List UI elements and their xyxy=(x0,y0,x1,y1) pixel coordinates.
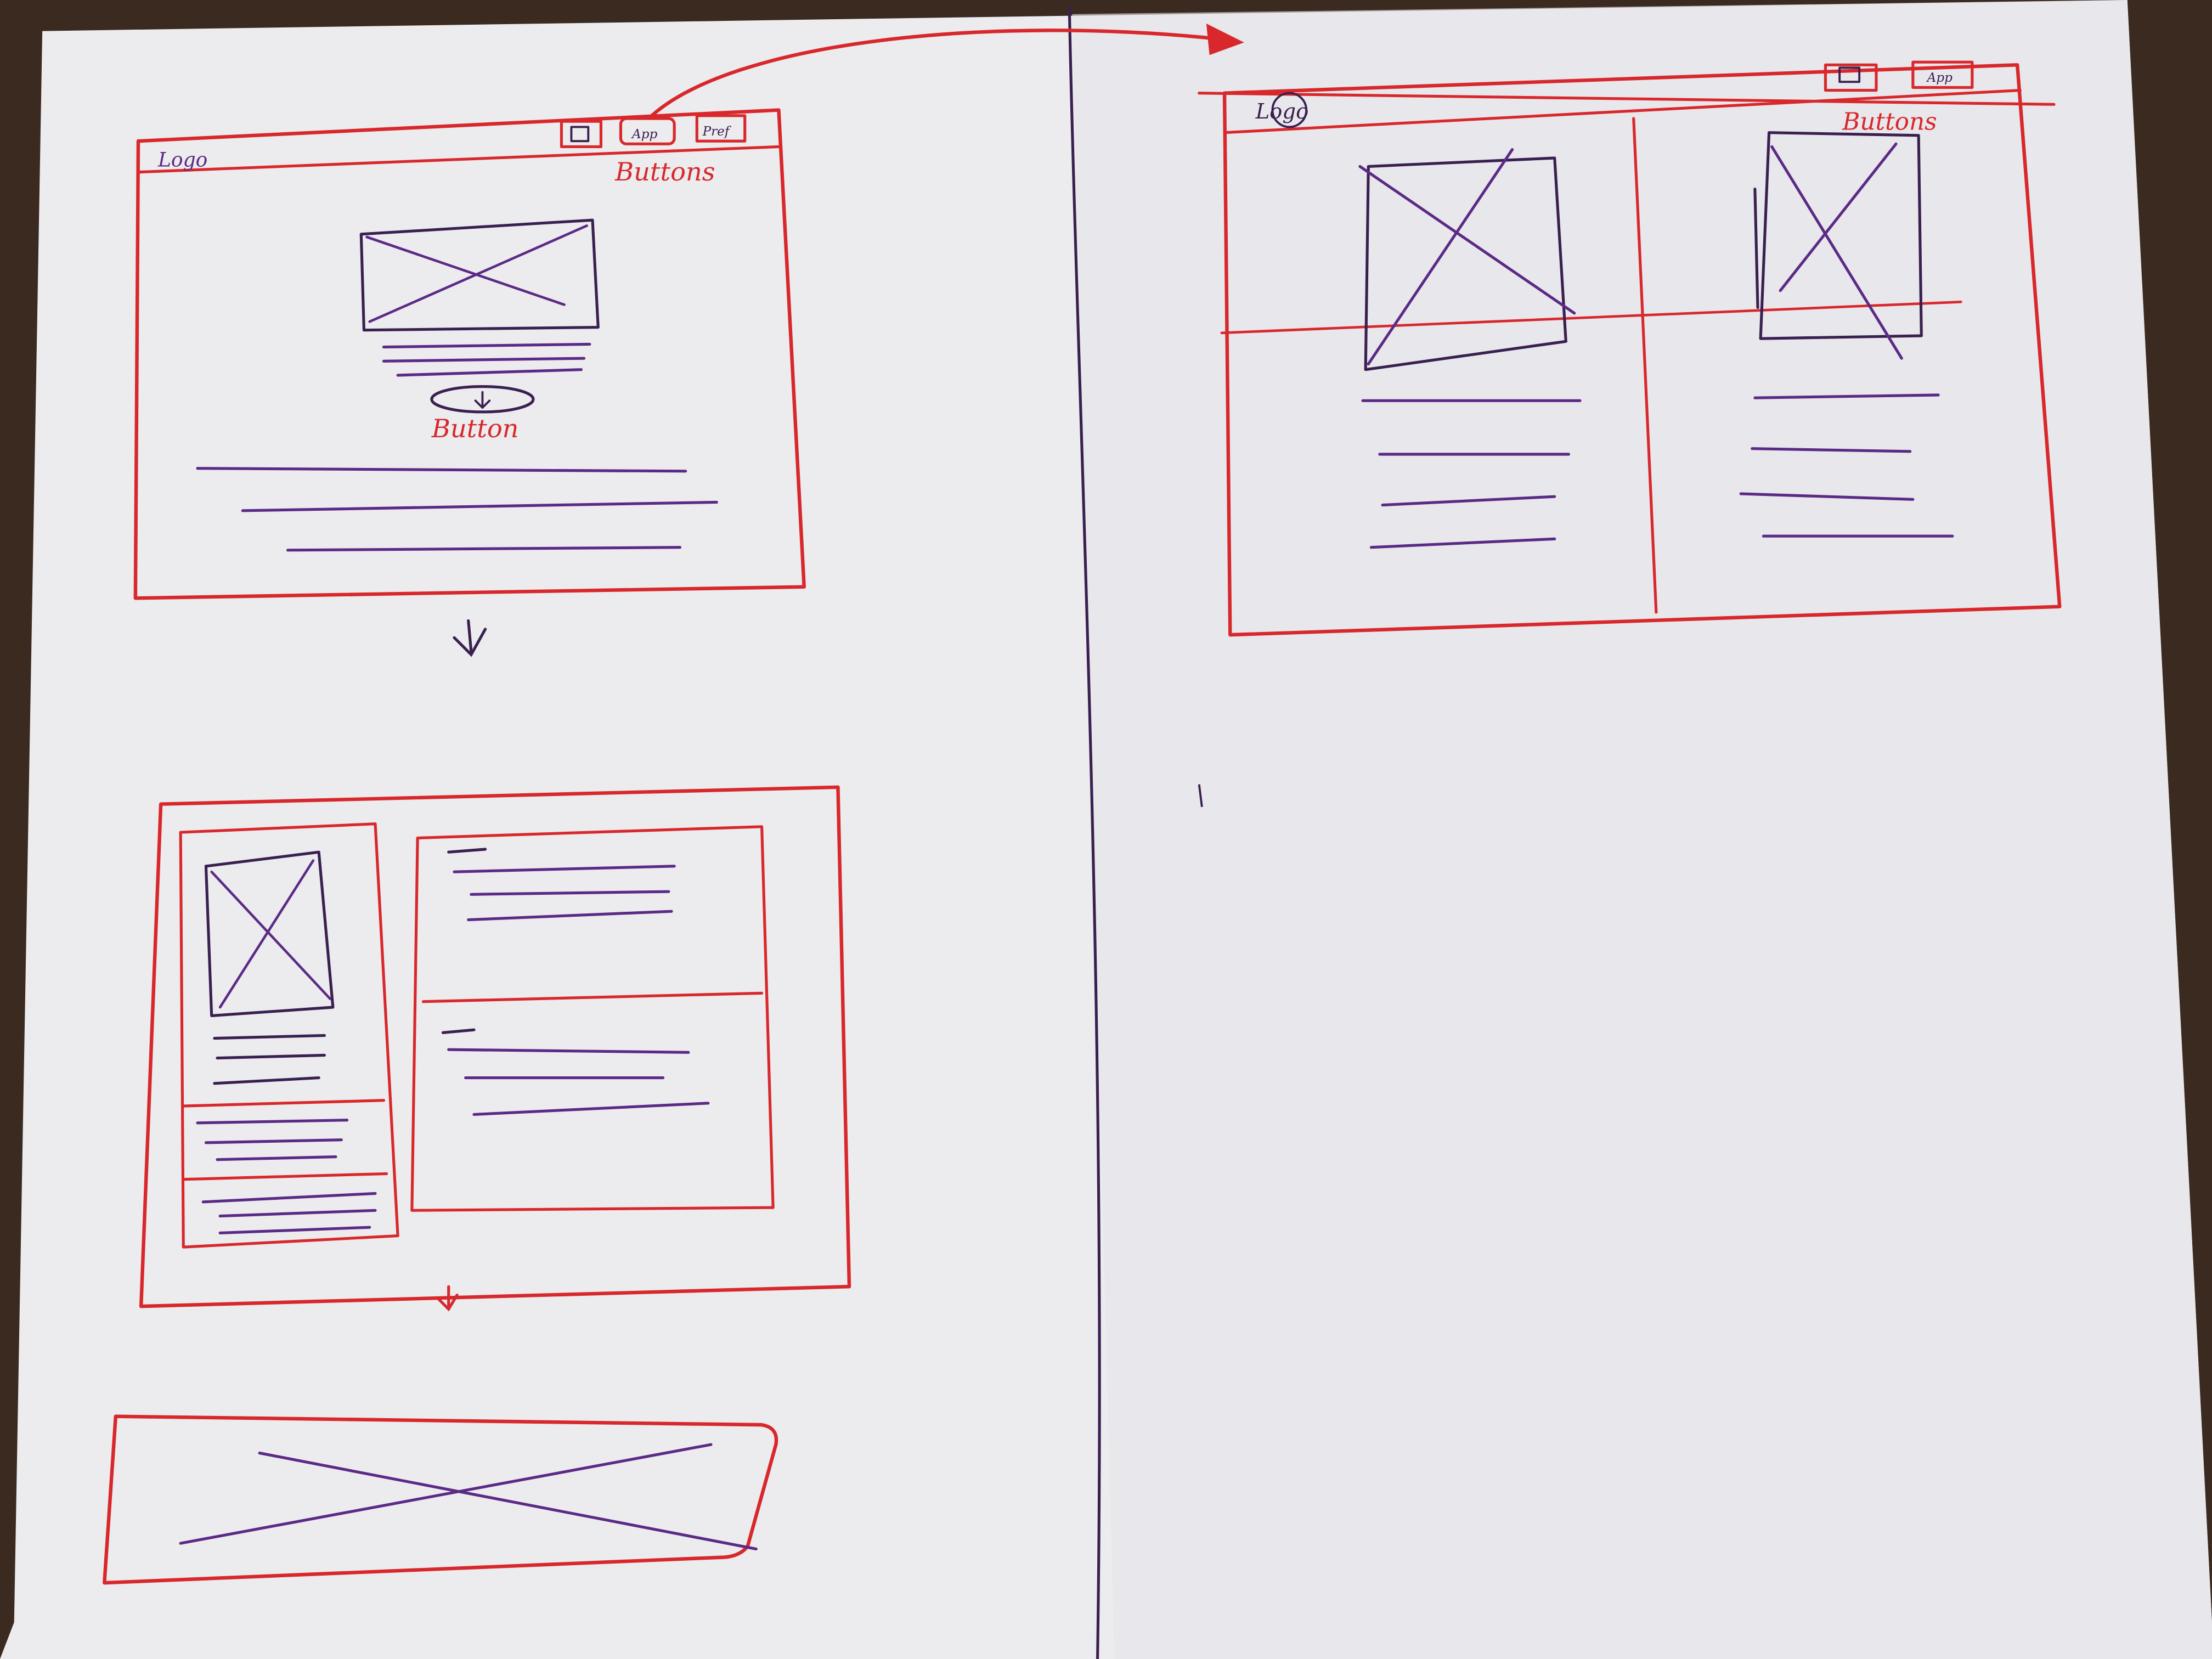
left-text-line xyxy=(213,1034,326,1040)
profile-image-placeholder-icon xyxy=(204,850,335,1018)
body-text-line xyxy=(196,467,687,473)
logo-label: Logo xyxy=(1255,99,1309,124)
left-text-line xyxy=(216,1155,337,1161)
header-button-2-label: App xyxy=(631,127,658,142)
app-header-button-1 xyxy=(1824,63,1878,92)
left-text-line xyxy=(201,1192,377,1204)
header-button-3-label: Pref xyxy=(702,125,731,139)
header-button-1-icon xyxy=(570,126,590,143)
left-column-divider xyxy=(182,1172,388,1181)
section-heading-line xyxy=(447,848,487,854)
right-column-box xyxy=(410,825,775,1212)
curved-arrow-icon xyxy=(650,23,1244,118)
right-text-line xyxy=(467,910,673,922)
frame-app-page: Logo App Buttons xyxy=(1198,60,2062,637)
right-text-line xyxy=(472,1102,710,1116)
frame-app-border xyxy=(1222,63,2062,637)
body-text-line xyxy=(241,500,718,512)
logo-label: Logo xyxy=(157,149,207,171)
left-column-box xyxy=(179,822,399,1249)
card-text-line xyxy=(1753,393,1940,399)
paper-fold-shadow xyxy=(1072,0,2212,1659)
buttons-note: Buttons xyxy=(614,157,715,187)
left-text-line xyxy=(213,1076,320,1085)
down-arrow-icon xyxy=(453,619,487,657)
card-text-line xyxy=(1369,537,1556,549)
section-heading-line xyxy=(441,1028,476,1034)
hero-button-oval xyxy=(430,385,535,414)
hero-text-line xyxy=(396,368,583,377)
stray-pen-mark xyxy=(1198,784,1203,808)
center-divider-line xyxy=(1068,5,1101,1659)
left-text-line xyxy=(216,1053,326,1060)
app-header-button-2-label: App xyxy=(1926,71,1953,85)
app-header-button-1-icon xyxy=(1838,66,1861,83)
header-button-1 xyxy=(560,120,603,148)
left-text-line xyxy=(204,1138,343,1144)
buttons-note: Buttons xyxy=(1842,108,1937,136)
app-header-button-2 xyxy=(1911,60,1974,89)
card-text-line xyxy=(1739,492,1915,501)
frame-landing-page: Logo App Pref Buttons Button xyxy=(133,108,806,600)
frame-app-column-divider xyxy=(1632,117,1658,614)
hero-text-line xyxy=(382,357,586,363)
button-note: Button xyxy=(431,414,519,443)
frame-detail-border xyxy=(139,785,851,1308)
frame-app-header-line xyxy=(1223,89,2022,134)
hero-text-line xyxy=(382,342,591,349)
card-image-placeholder-icon xyxy=(1358,148,1576,371)
frame-app-horizontal-line xyxy=(1220,300,1962,335)
frame-banner xyxy=(103,1414,778,1585)
frame-app-header-line xyxy=(1198,92,2056,106)
header-button-3 xyxy=(695,114,747,143)
body-text-line xyxy=(286,546,682,552)
right-text-line xyxy=(447,1048,690,1054)
left-column-divider xyxy=(182,1099,385,1108)
header-button-2 xyxy=(619,117,676,145)
card-text-line xyxy=(1381,495,1556,507)
left-text-line xyxy=(218,1209,377,1218)
down-arrow-icon xyxy=(474,391,491,409)
left-text-line xyxy=(196,1119,349,1125)
banner-image-placeholder-icon xyxy=(179,1443,758,1550)
card-text-line xyxy=(1751,447,1912,453)
right-text-line xyxy=(453,865,676,873)
frame-detail-page xyxy=(139,785,851,1308)
frame-landing-header-line xyxy=(137,145,781,174)
right-text-line xyxy=(470,890,670,896)
card-image-placeholder-icon xyxy=(1753,131,1923,360)
hero-image-placeholder-icon xyxy=(359,218,600,332)
logo-circle xyxy=(1271,92,1308,128)
left-text-line xyxy=(218,1226,371,1234)
down-arrow-icon xyxy=(436,1285,459,1312)
right-column-divider xyxy=(421,991,764,1003)
